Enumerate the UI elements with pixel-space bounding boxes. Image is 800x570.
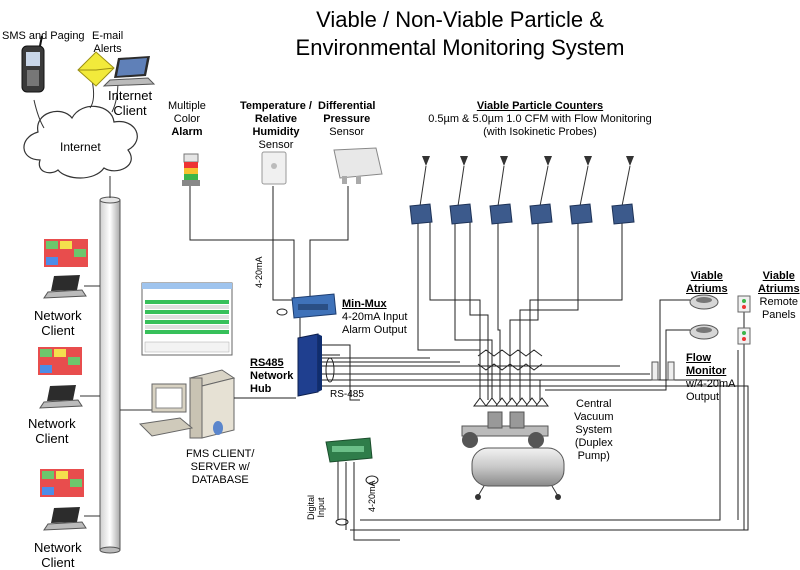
atrium-2-icon bbox=[689, 324, 719, 340]
particle-counter-1 bbox=[409, 156, 433, 225]
network-client-3-icon bbox=[40, 469, 87, 531]
internet-laptop-icon bbox=[102, 56, 156, 87]
digital-input-label: Digital Input bbox=[306, 494, 326, 520]
remote-panels-label: Viable Atriums Remote Panels bbox=[758, 270, 800, 321]
email-label: E-mail Alerts bbox=[92, 30, 124, 55]
temperature-label: Temperature / Relative Humidity Sensor bbox=[240, 100, 312, 151]
fms-label: FMS CLIENT/ SERVER w/ DATABASE bbox=[186, 448, 255, 486]
remote-panel-1-icon bbox=[737, 295, 751, 313]
alarm-light-icon bbox=[182, 153, 200, 186]
particle-counters-label: Viable Particle Counters 0.5µm & 5.0µm 1… bbox=[428, 100, 652, 138]
particle-counter-5 bbox=[569, 156, 593, 225]
email-icon bbox=[77, 51, 115, 87]
particle-counters bbox=[409, 156, 635, 225]
internet-cloud bbox=[23, 105, 138, 179]
network-backbone bbox=[99, 199, 121, 551]
network-client-2-label: Network Client bbox=[28, 416, 76, 446]
rs485-hub-device bbox=[297, 333, 322, 397]
atrium-1-icon bbox=[689, 294, 719, 310]
pressure-sensor-icon bbox=[333, 147, 383, 184]
network-client-1-label: Network Client bbox=[34, 308, 82, 338]
internet-client-label: Internet Client bbox=[108, 88, 153, 118]
vacuum-pump-icon bbox=[461, 411, 565, 500]
ma-label-upper: 4-20mA bbox=[254, 256, 264, 288]
network-client-2-icon bbox=[38, 347, 83, 409]
network-client-1-icon bbox=[43, 239, 88, 299]
server-pc-icon bbox=[138, 369, 236, 439]
rs485-line-label: RS-485 bbox=[330, 389, 364, 400]
sms-label: SMS and Paging bbox=[2, 30, 85, 42]
min-mux-device bbox=[291, 293, 337, 319]
pressure-label: Differential Pressure Sensor bbox=[318, 100, 376, 138]
valve-manifold bbox=[473, 397, 549, 407]
phone-icon bbox=[21, 35, 45, 93]
remote-panel-2-icon bbox=[737, 327, 751, 345]
network-client-3-label: Network Client bbox=[34, 540, 82, 570]
atriums-label: Viable Atriums bbox=[686, 270, 728, 295]
ma-label-lower: 4-20mA bbox=[367, 480, 377, 512]
alarm-label: Multiple Color Alarm bbox=[168, 100, 206, 138]
flow-monitor-icon bbox=[651, 361, 675, 381]
rs485-hub-label: RS485 Network Hub bbox=[250, 357, 294, 395]
io-board-device bbox=[325, 437, 373, 463]
title-line-1: Viable / Non-Viable Particle & bbox=[316, 7, 604, 32]
page-title: Viable / Non-Viable Particle & Environme… bbox=[230, 6, 690, 62]
title-line-2: Environmental Monitoring System bbox=[295, 35, 625, 60]
vacuum-label: Central Vacuum System (Duplex Pump) bbox=[574, 398, 614, 462]
particle-counter-2 bbox=[449, 156, 473, 225]
particle-counter-6 bbox=[611, 156, 635, 225]
temperature-sensor-icon bbox=[261, 151, 287, 185]
min-mux-label: Min-Mux 4-20mA Input Alarm Output bbox=[342, 298, 408, 336]
fms-software-screenshot bbox=[141, 282, 233, 356]
flow-monitor-label: Flow Monitor w/4-20mA Output bbox=[686, 352, 736, 403]
internet-label: Internet bbox=[60, 140, 101, 154]
particle-counter-3 bbox=[489, 156, 513, 225]
particle-counter-4 bbox=[529, 156, 553, 225]
